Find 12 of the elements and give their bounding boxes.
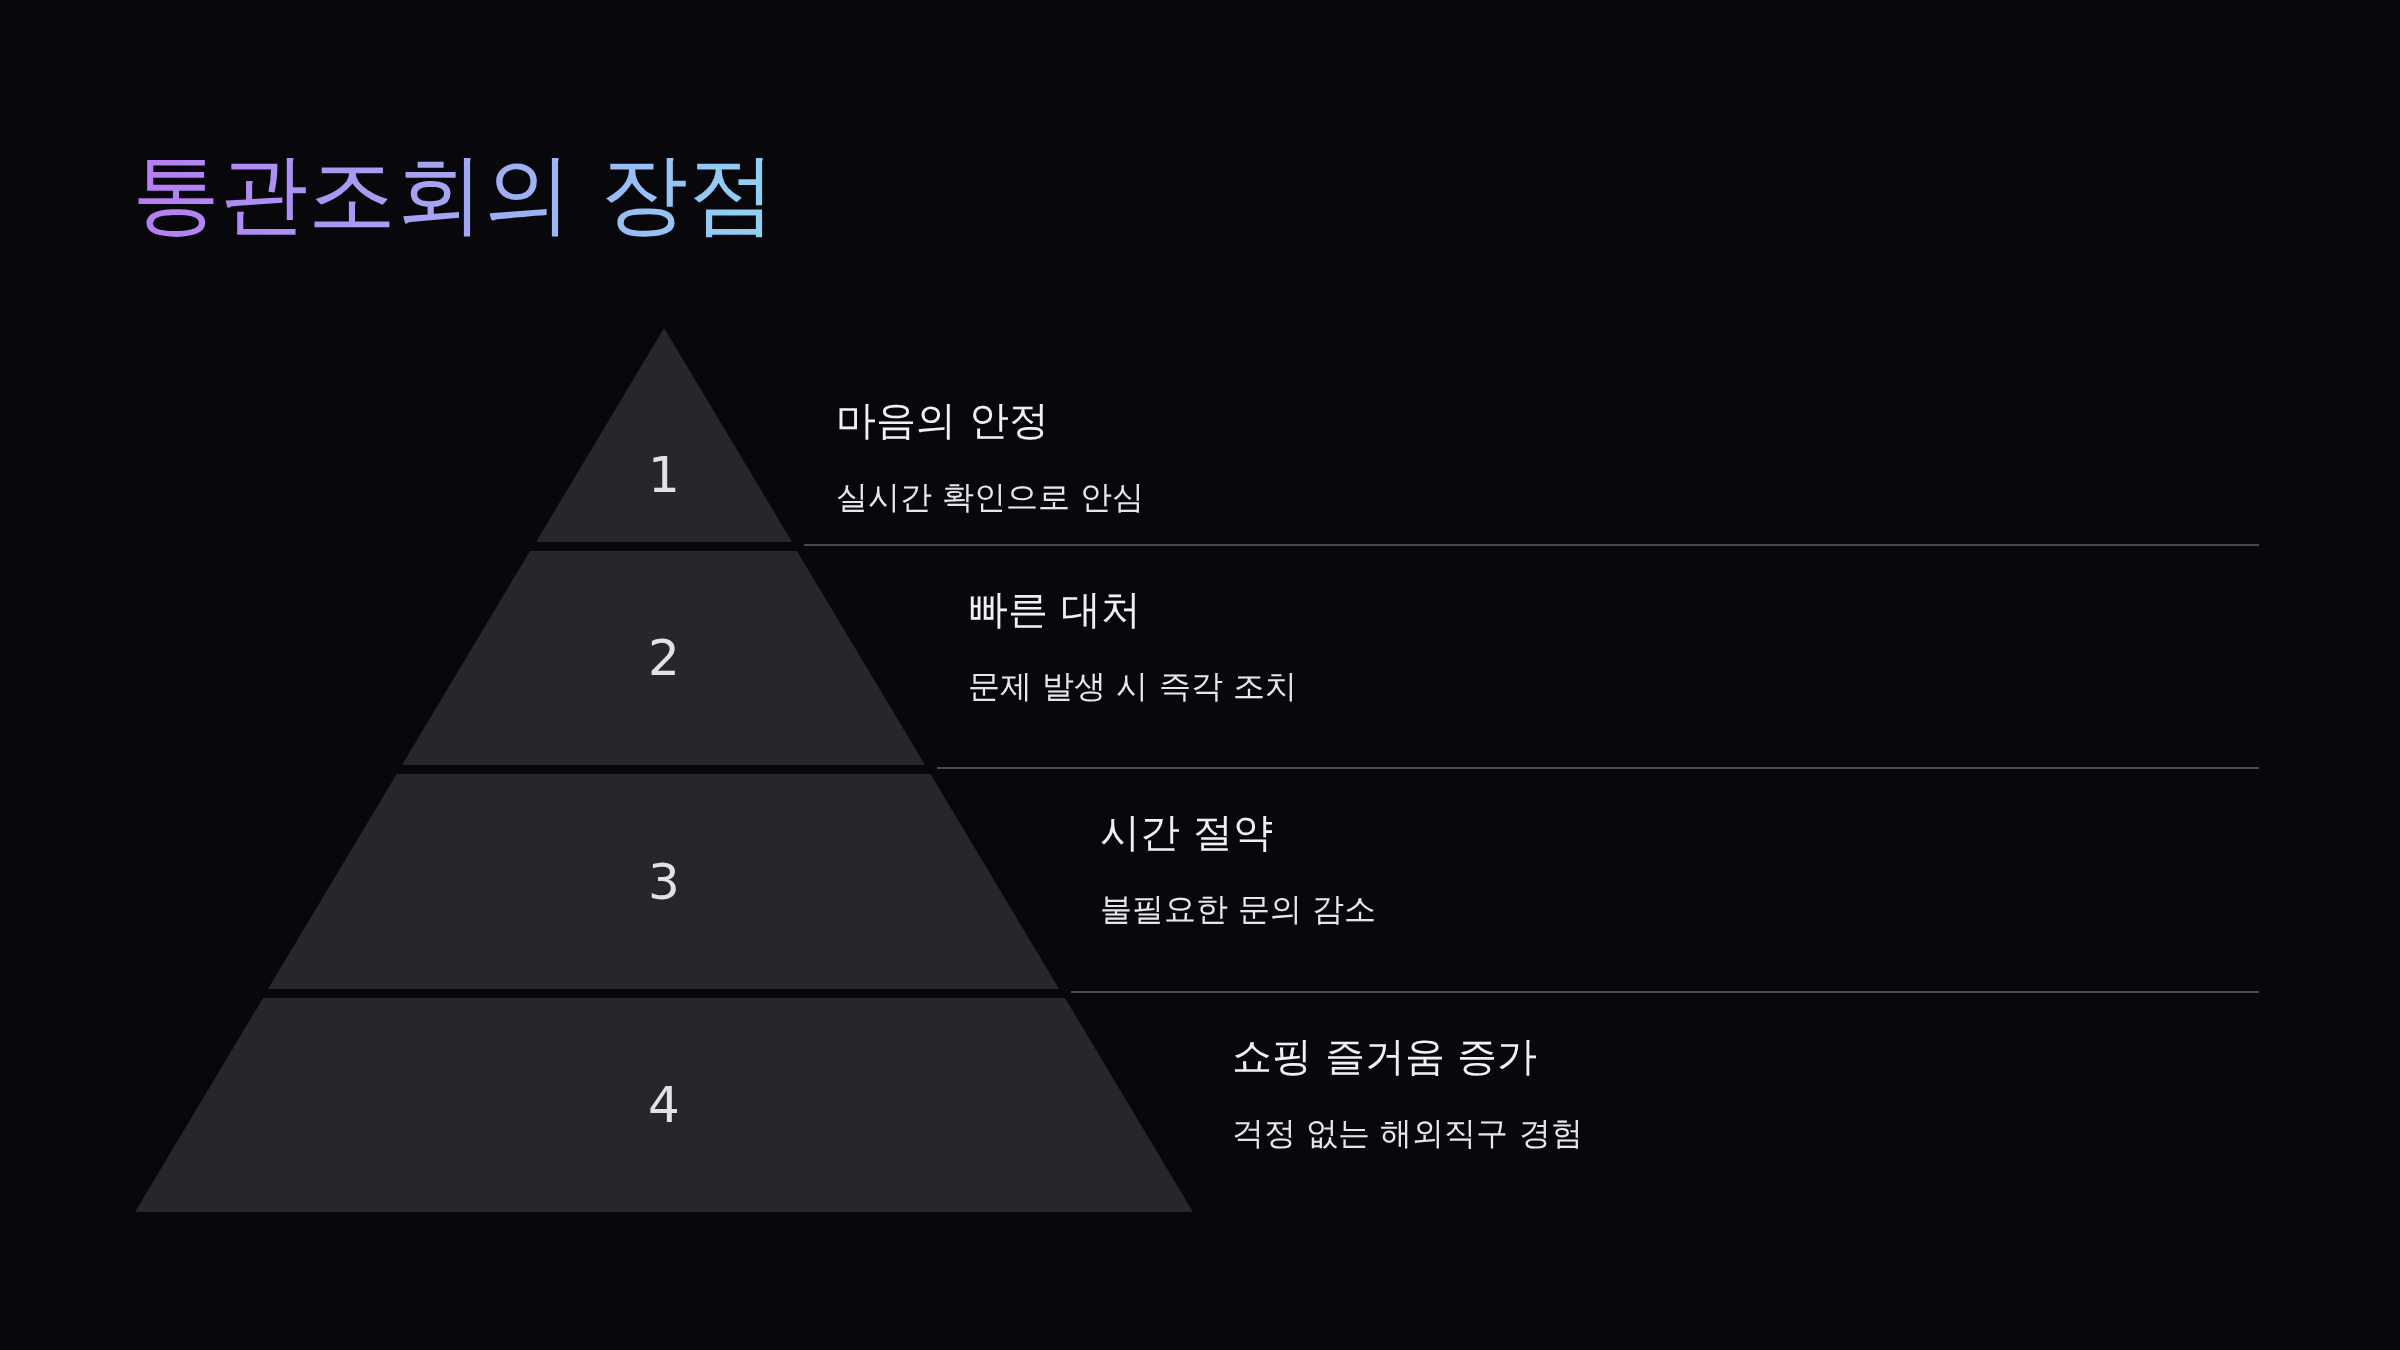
level-heading: 마음의 안정 <box>836 396 1050 444</box>
level-number: 1 <box>648 450 680 500</box>
level-description: 문제 발생 시 즉각 조치 <box>968 667 1297 706</box>
level-description: 걱정 없는 해외직구 경험 <box>1232 1114 1583 1153</box>
level-number: 2 <box>648 633 680 683</box>
level-number: 3 <box>648 856 680 907</box>
level-number: 4 <box>648 1080 680 1130</box>
level-heading: 빠른 대처 <box>968 585 1142 633</box>
level-heading: 쇼핑 즐거움 증가 <box>1232 1032 1539 1080</box>
level-description: 불필요한 문의 감소 <box>1100 890 1377 929</box>
level-description: 실시간 확인으로 안심 <box>836 478 1145 517</box>
level-heading: 시간 절약 <box>1100 808 1274 856</box>
